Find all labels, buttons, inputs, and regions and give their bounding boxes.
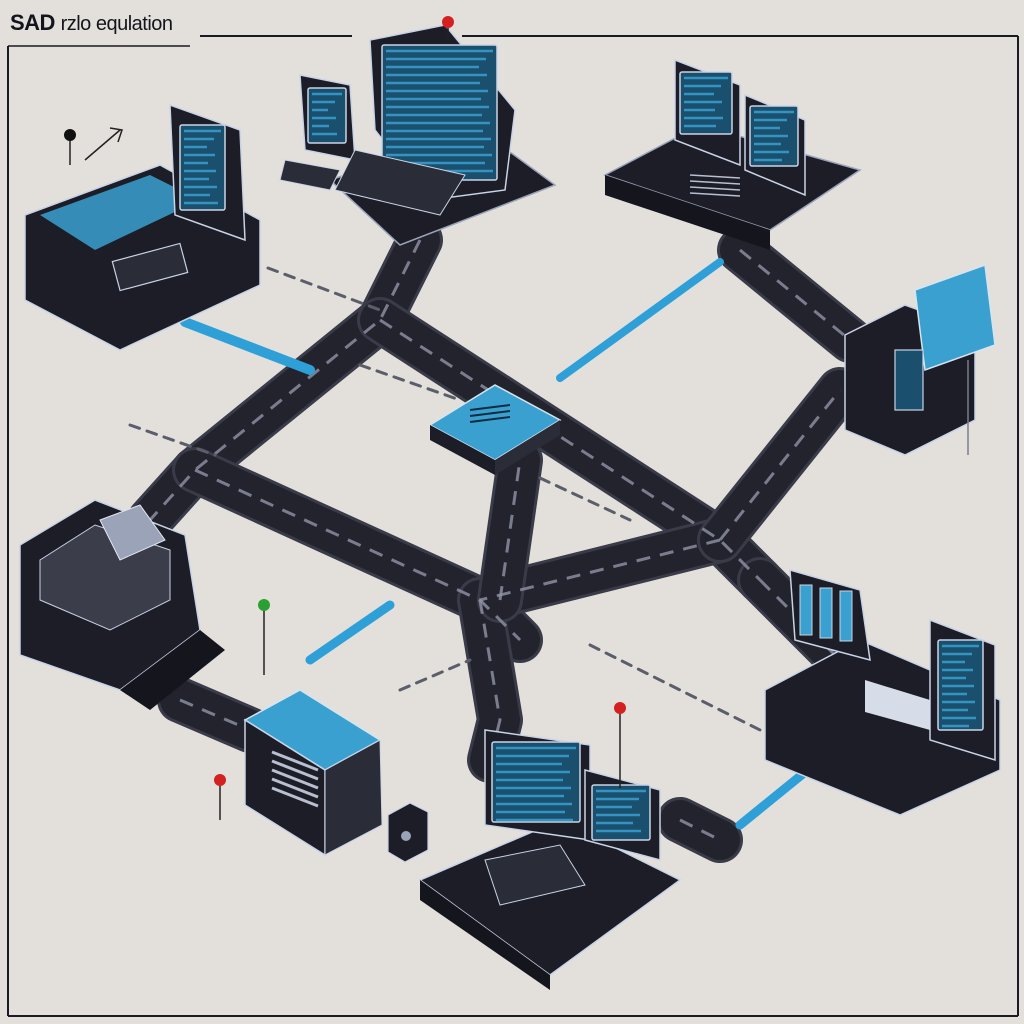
hub-left: [430, 425, 495, 475]
hub-label: [469, 410, 511, 417]
data-link: [398, 658, 472, 692]
keyboard: [334, 149, 466, 216]
station-screen-a: [491, 741, 581, 823]
hub-right: [495, 420, 560, 475]
data-links: [128, 258, 825, 830]
title-caption: rzlo equlation: [60, 13, 173, 35]
data-link: [556, 258, 724, 382]
camera-display: [894, 349, 924, 411]
hub-label: [469, 404, 511, 411]
box-vent: [271, 786, 319, 808]
data-link: [266, 266, 382, 312]
title-brand: SAD: [10, 10, 55, 35]
station-base: [418, 819, 682, 976]
rack-slot: [839, 590, 853, 642]
box-vent: [271, 759, 319, 781]
keyboard-small: [279, 159, 341, 191]
label-line: [689, 192, 741, 197]
pin-head: [614, 702, 626, 714]
workstation-bottom-center: [418, 729, 682, 990]
printer-base: [120, 630, 225, 710]
data-link: [128, 423, 217, 457]
unit-tray: [111, 242, 189, 292]
workstation-top-center: [279, 24, 557, 246]
camera-face: [914, 263, 996, 372]
box-vent: [271, 768, 319, 790]
label-line: [689, 174, 741, 179]
rack-bottom-right: [764, 568, 1001, 816]
unit-top-glass: [40, 175, 200, 250]
printer-left: [19, 499, 225, 710]
pin-head: [442, 16, 454, 28]
box-side: [324, 739, 383, 856]
station-keyboard: [484, 844, 586, 906]
rack-slot: [819, 587, 833, 639]
road-segment: [480, 440, 540, 620]
storage-unit-top-left: [24, 103, 261, 351]
pin-head: [258, 599, 270, 611]
data-link: [538, 476, 632, 522]
marker-pins: [64, 16, 626, 820]
printer-arm: [99, 504, 166, 561]
diagram-title: SAD rzlo equlation: [10, 10, 173, 36]
pin-head: [214, 774, 226, 786]
label-line: [689, 186, 741, 191]
frame: [7, 35, 1019, 1017]
data-link: [588, 643, 782, 742]
platform-front: [605, 175, 770, 250]
camera-unit-right: [844, 263, 996, 456]
road-dash: [148, 239, 422, 522]
central-hub: [428, 384, 562, 475]
station-front: [420, 880, 550, 990]
road-dash: [479, 538, 721, 602]
data-link: [180, 317, 315, 375]
road-dash: [718, 389, 842, 541]
pin-head: [64, 129, 76, 141]
pointer-arrow: [84, 127, 123, 161]
hub-label: [469, 416, 511, 423]
data-link: [358, 363, 462, 402]
box-vent: [271, 750, 319, 772]
data-link: [305, 600, 395, 665]
box-vent: [271, 777, 319, 799]
cube-port: [401, 831, 411, 841]
road-dash: [679, 818, 721, 842]
road-dash: [379, 318, 762, 582]
server-station-top-right: [603, 58, 862, 250]
devices: [19, 24, 1001, 990]
rack-slot: [799, 584, 813, 636]
road-segment: [720, 230, 870, 360]
rack-panel: [865, 680, 930, 730]
label-line: [689, 180, 741, 185]
server-box-bottom-left: [243, 689, 429, 863]
road-dash: [179, 698, 251, 732]
